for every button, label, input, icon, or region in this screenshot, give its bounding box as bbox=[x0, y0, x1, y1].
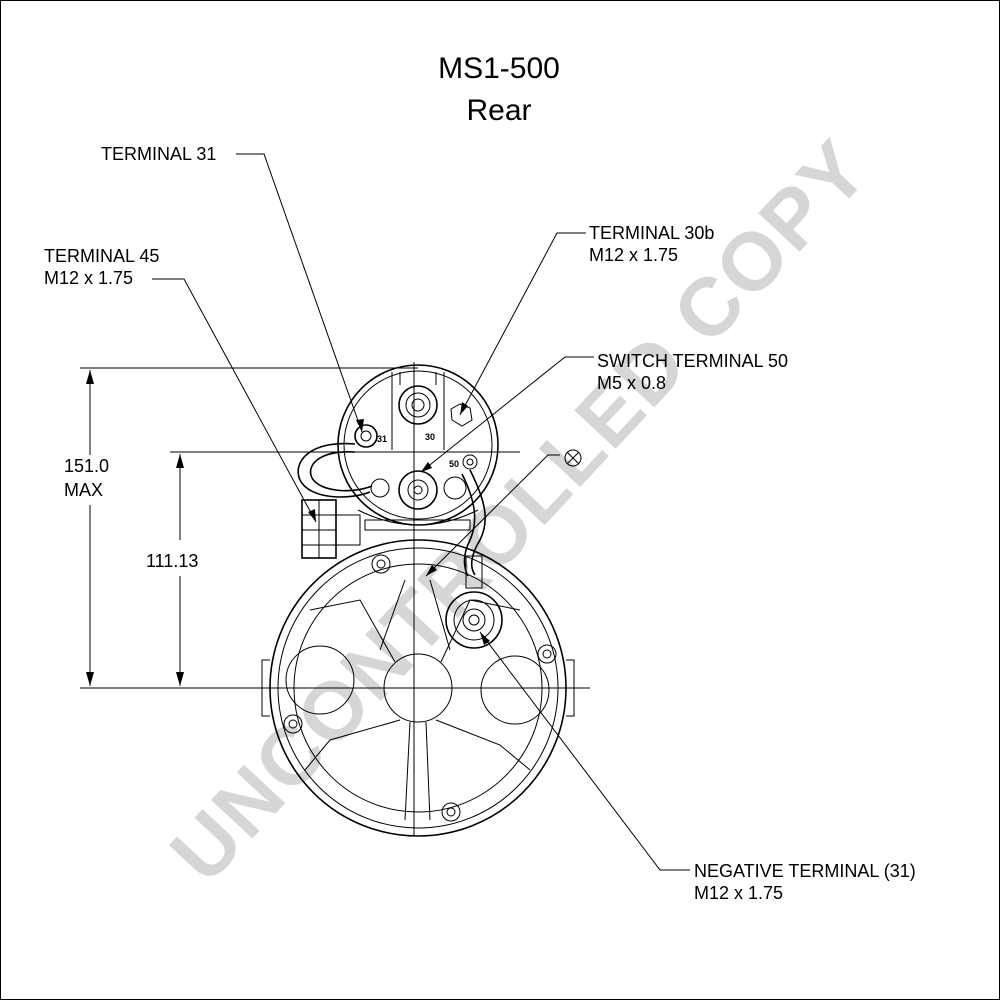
mark-30: 30 bbox=[425, 432, 435, 442]
drawing-title: MS1-500 bbox=[438, 52, 560, 85]
dim-151-value: 151.0 bbox=[64, 456, 109, 476]
terminal-30b-thread: M12 x 1.75 bbox=[589, 245, 678, 265]
watermark: UNCONTROLLED COPY bbox=[153, 123, 886, 900]
terminal-30b-label: TERMINAL 30b bbox=[589, 223, 714, 243]
callout-terminal-31: TERMINAL 31 bbox=[101, 144, 364, 433]
dim-151-qualifier: MAX bbox=[64, 480, 103, 500]
negative-terminal-thread: M12 x 1.75 bbox=[694, 883, 783, 903]
callout-negative-terminal: NEGATIVE TERMINAL (31) M12 x 1.75 bbox=[479, 631, 916, 903]
switch-terminal-50-thread: M5 x 0.8 bbox=[597, 373, 666, 393]
mark-31: 31 bbox=[377, 434, 387, 444]
callout-terminal-45: TERMINAL 45 M12 x 1.75 bbox=[44, 246, 317, 523]
starter-motor-rear-view: 31 30 50 bbox=[190, 362, 590, 837]
terminal-45-thread: M12 x 1.75 bbox=[44, 268, 133, 288]
drawing-subtitle: Rear bbox=[466, 94, 531, 127]
connection-cable bbox=[297, 442, 486, 577]
callout-terminal-30b: TERMINAL 30b M12 x 1.75 bbox=[459, 223, 714, 416]
terminal-31-label: TERMINAL 31 bbox=[101, 144, 216, 164]
terminal-45-stud bbox=[301, 499, 361, 559]
switch-terminal-50-label: SWITCH TERMINAL 50 bbox=[597, 351, 788, 371]
dimension-111: 111.13 bbox=[146, 451, 520, 686]
terminal-45-label: TERMINAL 45 bbox=[44, 246, 159, 266]
negative-terminal-label: NEGATIVE TERMINAL (31) bbox=[694, 861, 916, 881]
dim-111-value: 111.13 bbox=[146, 551, 198, 571]
dimension-151: 151.0 MAX bbox=[64, 367, 418, 689]
motor-housing bbox=[261, 449, 582, 837]
callout-switch-terminal-50: SWITCH TERMINAL 50 M5 x 0.8 bbox=[420, 351, 788, 577]
solenoid-cap bbox=[337, 364, 499, 531]
mark-50: 50 bbox=[449, 459, 459, 469]
